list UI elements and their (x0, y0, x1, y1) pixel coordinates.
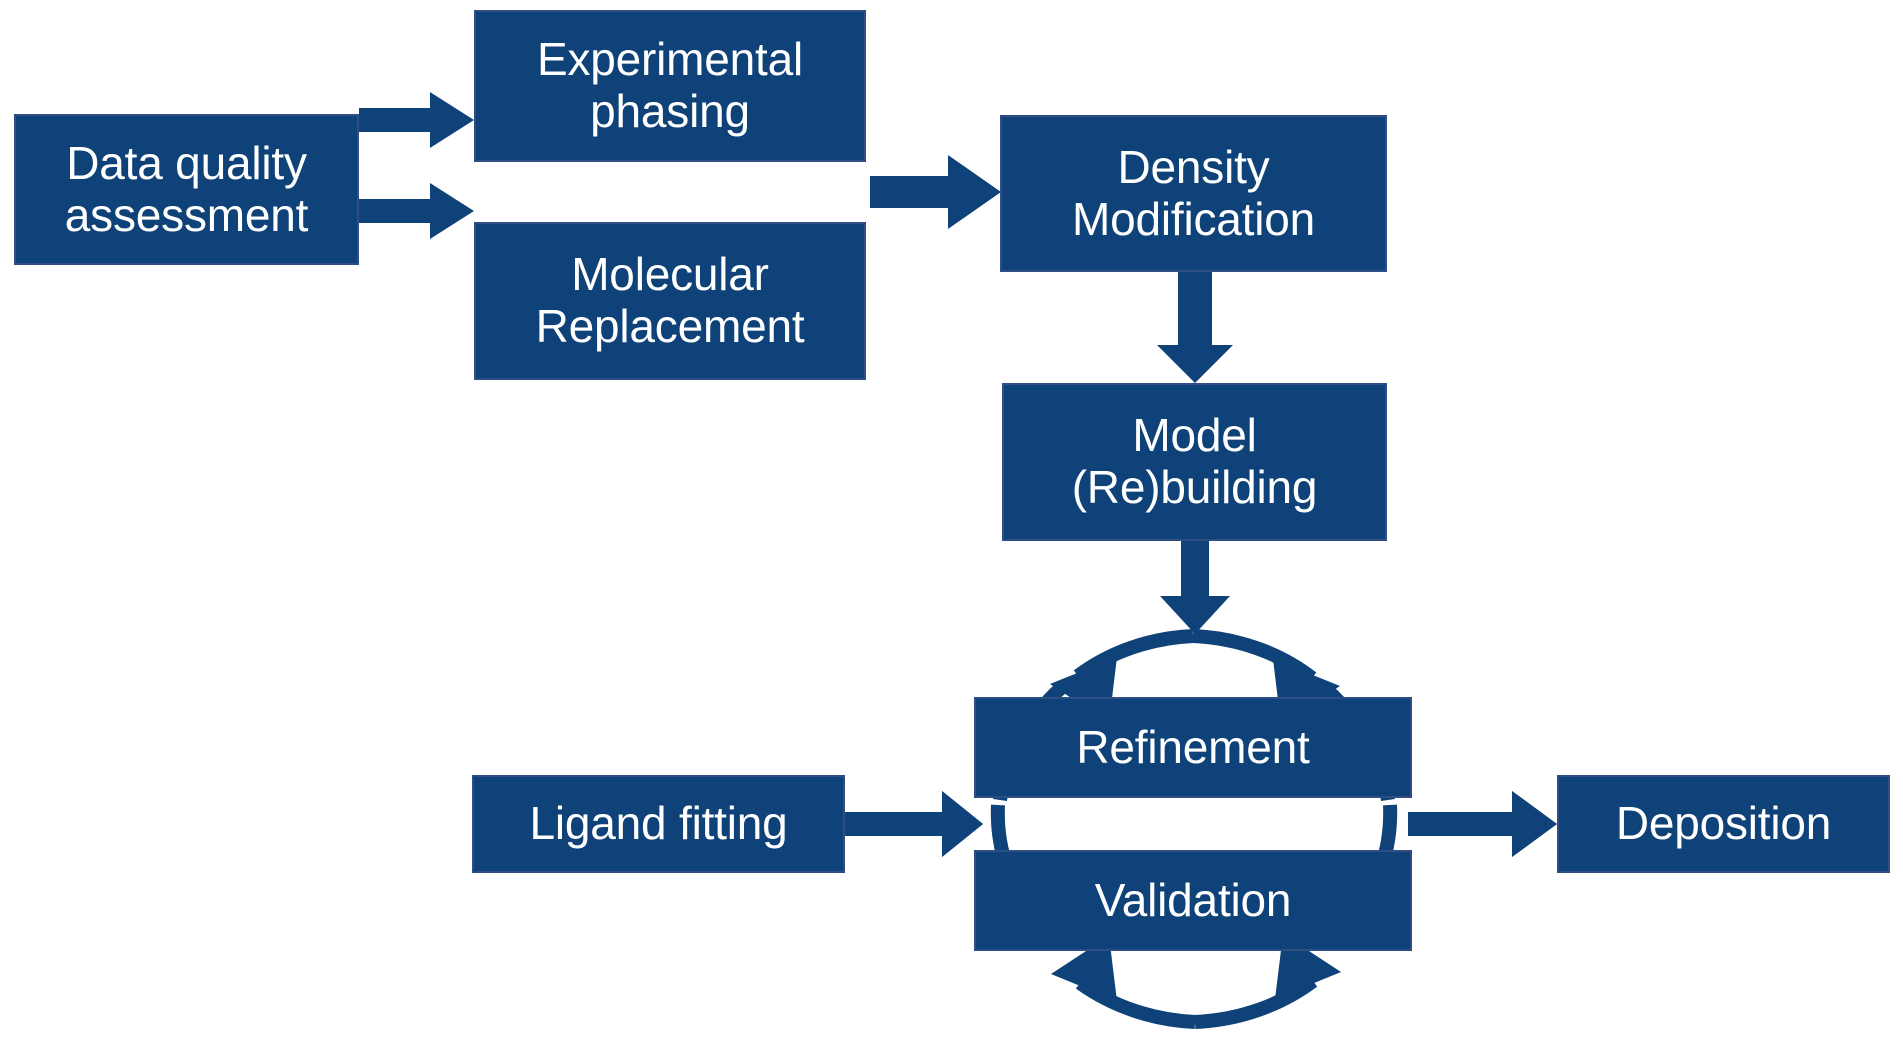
node-experimental-phasing[interactable]: Experimental phasing (474, 10, 866, 162)
node-model-rebuilding[interactable]: Model (Re)building (1002, 383, 1387, 541)
edge-cycle-to-deposition-stem-overlay (1408, 791, 1557, 857)
edge-density-modification-to-model-rebuilding (1157, 272, 1233, 383)
node-density-modification[interactable]: Density Modification (1000, 115, 1387, 272)
node-molecular-replacement[interactable]: Molecular Replacement (474, 222, 866, 380)
edge-cycle-to-deposition (1408, 791, 1557, 857)
edge-ligand-fitting-arrowhead-overlay (942, 791, 983, 857)
node-refinement[interactable]: Refinement (974, 697, 1412, 798)
node-data-quality-assessment[interactable]: Data quality assessment (14, 114, 359, 265)
edge-model-rebuilding-to-cycle (1160, 541, 1230, 634)
edge-dqa-to-molecular-replacement (359, 183, 474, 239)
node-validation[interactable]: Validation (974, 850, 1412, 951)
edge-ligand-fitting-to-cycle (845, 791, 983, 857)
edge-dqa-to-experimental-phasing (359, 92, 474, 148)
edge-phasing-to-density-modification (870, 155, 1001, 229)
node-ligand-fitting[interactable]: Ligand fitting (472, 775, 845, 873)
node-deposition[interactable]: Deposition (1557, 775, 1890, 873)
